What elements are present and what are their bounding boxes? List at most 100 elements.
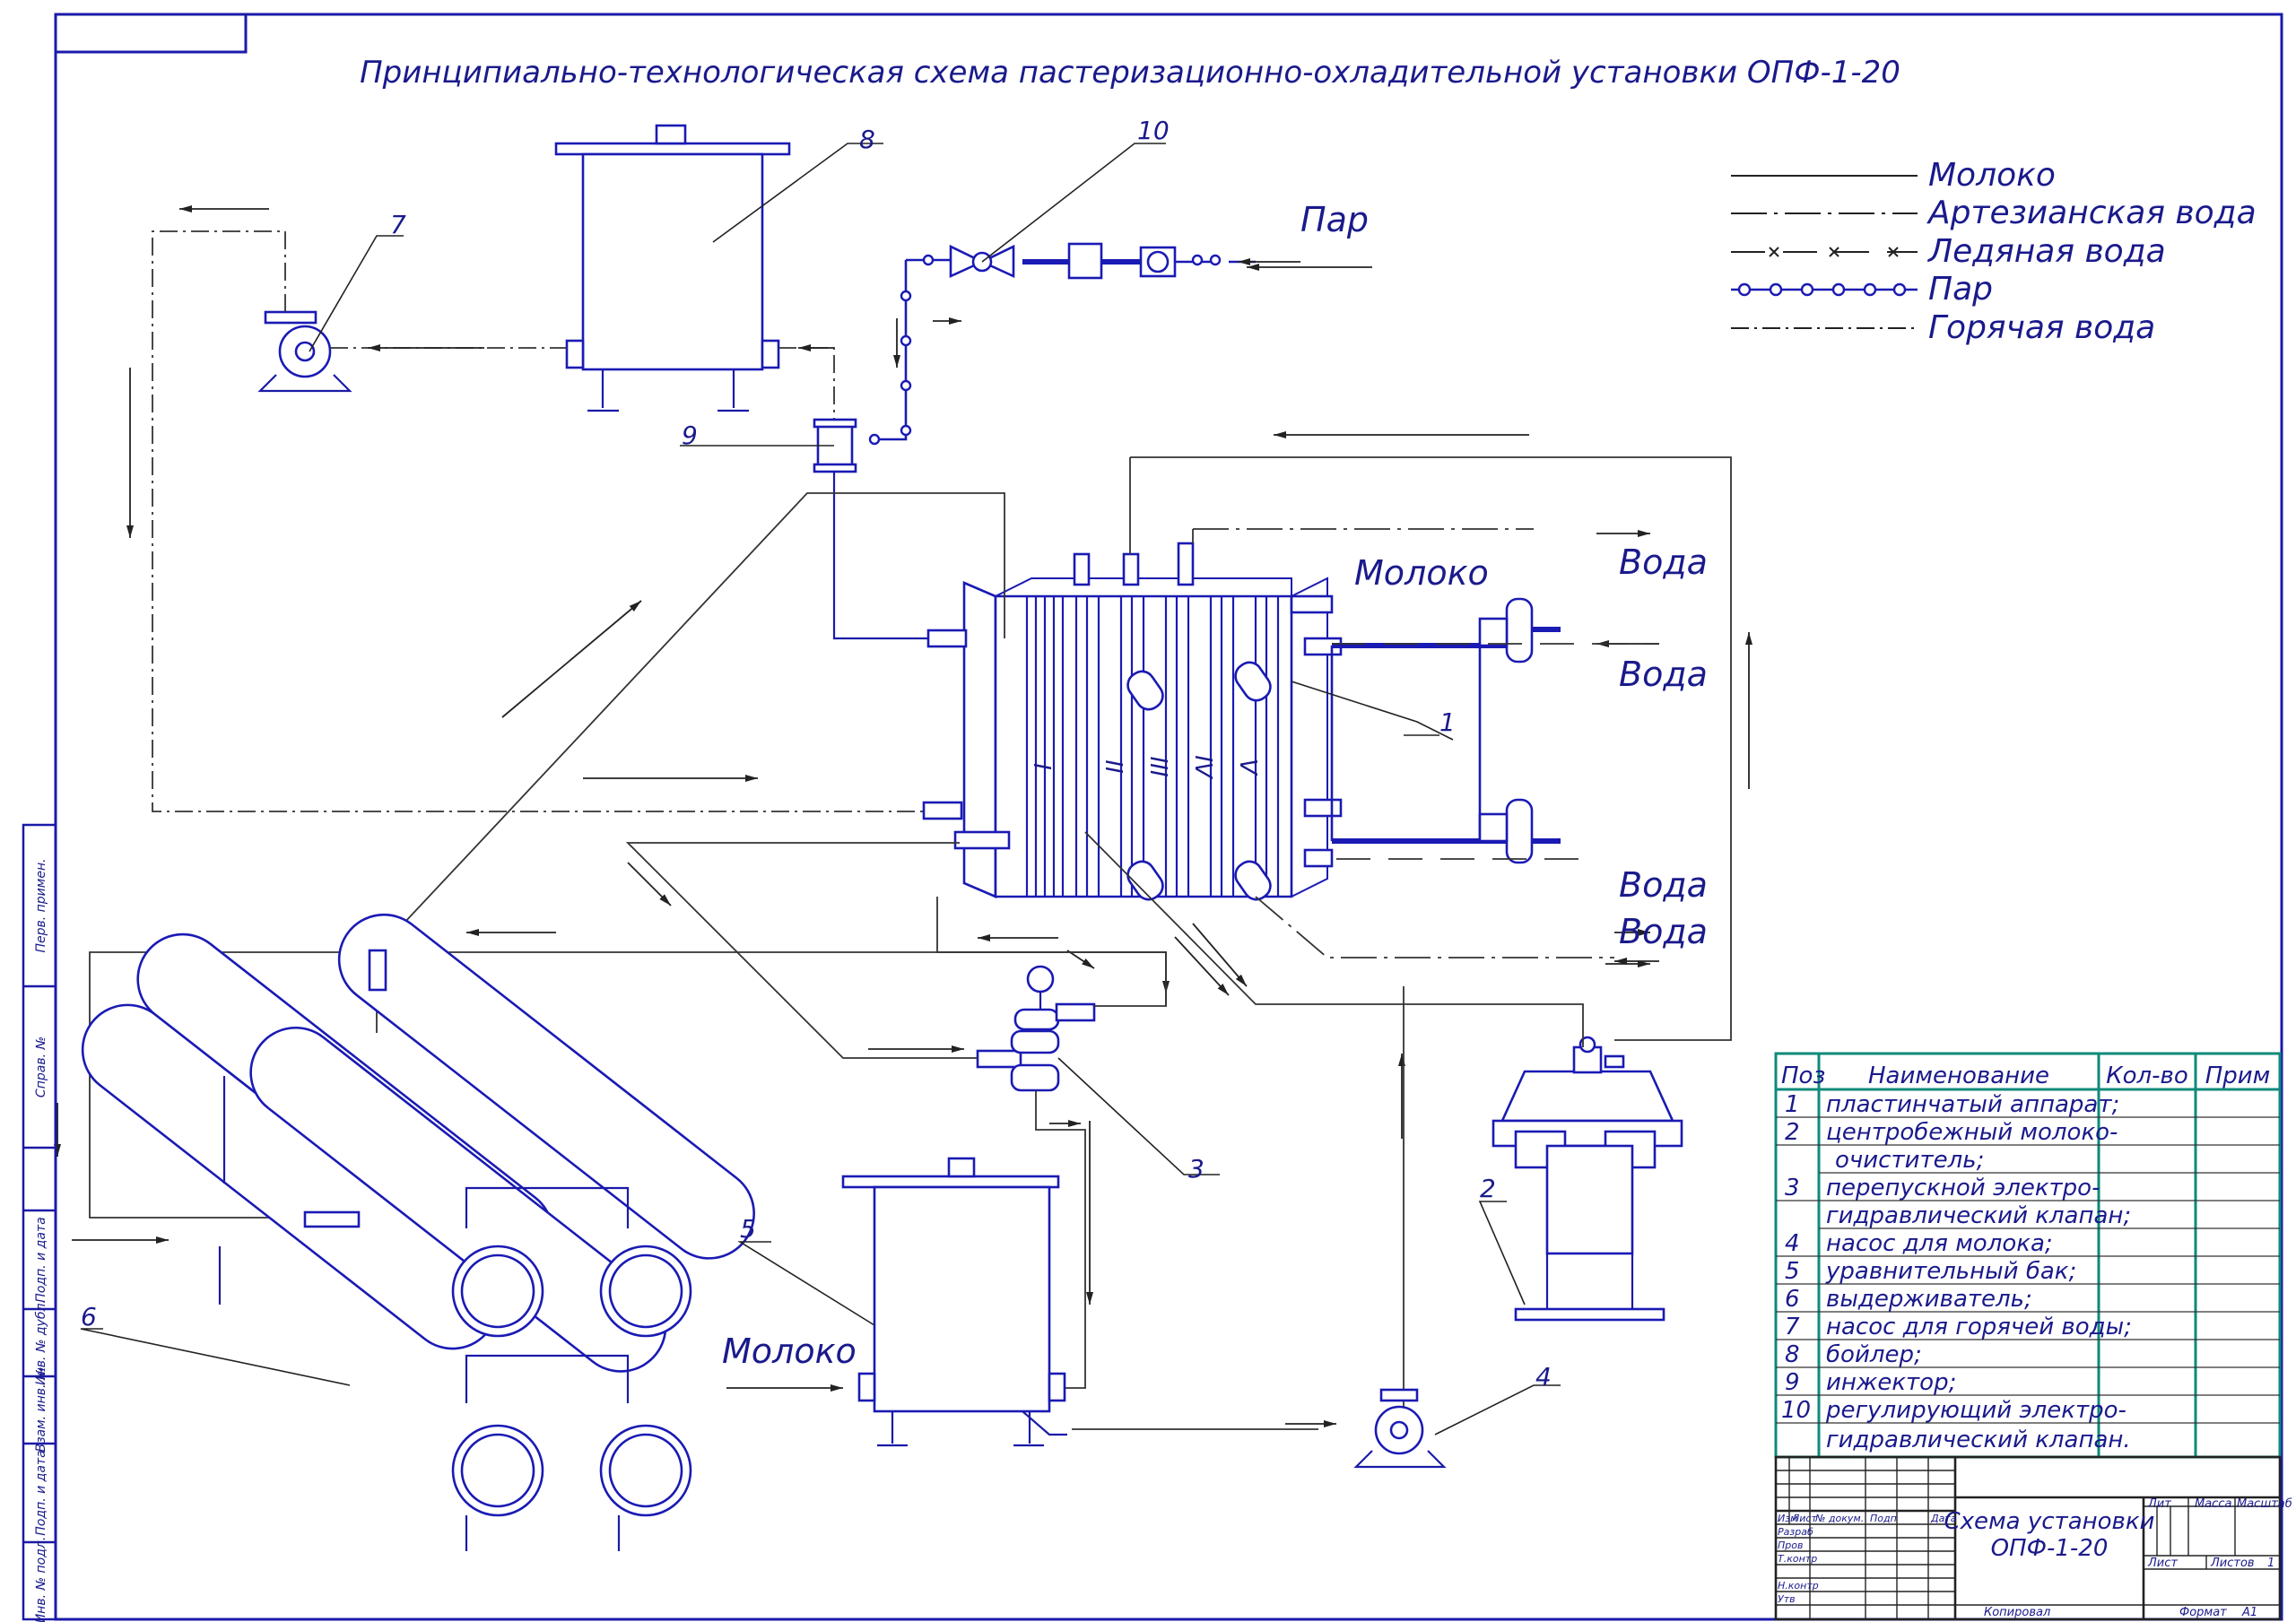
tb-sheets: Листов: [2210, 1557, 2255, 1570]
steam-line: [868, 242, 1300, 446]
spec-row-4-pos: 3: [1785, 1175, 1800, 1201]
tb-drawing-name-1: Схема установки: [1944, 1508, 2155, 1535]
side-strip-sprav: Справ. №: [34, 1037, 48, 1097]
spec-row-5-name: гидравлический клапан;: [1826, 1202, 2131, 1229]
position-4: 4: [1535, 1362, 1552, 1392]
spec-row-11-name: инжектор;: [1826, 1369, 1956, 1396]
spec-row-6-pos: 4: [1785, 1230, 1800, 1257]
plates: [1025, 596, 1280, 897]
spec-row-9-pos: 7: [1785, 1314, 1800, 1340]
tb-lit: Лит: [2147, 1497, 2171, 1511]
leader-lines: [80, 143, 1561, 1436]
equalizing-tank-5: [841, 1157, 1318, 1447]
side-strip-inv-podl: Инв. № подл.: [34, 1537, 48, 1622]
tb-sheet: Лист: [2147, 1557, 2178, 1570]
side-strip-inv-dubl: Инв. № дубл.: [34, 1299, 48, 1385]
position-2: 2: [1480, 1174, 1496, 1203]
tb-sheets-count: 1: [2267, 1557, 2274, 1570]
spec-header-pos: Поз: [1781, 1063, 1825, 1089]
spec-row-1-name: пластинчатый аппарат;: [1826, 1091, 2119, 1118]
drawing-frame: [54, 13, 2283, 1621]
spec-row-12-pos: 10: [1781, 1397, 1811, 1424]
hot-water-pump-7: [257, 310, 352, 393]
injector-9: [813, 418, 933, 640]
bypass-valve-3: [625, 842, 1167, 1389]
holding-tubes-6: [81, 913, 755, 1551]
legend-ice-water: Ледяная вода: [1926, 233, 2166, 270]
spec-row-10-name: бойлер;: [1826, 1341, 1922, 1368]
side-strip: [22, 823, 57, 1621]
legend-steam: Пар: [1928, 271, 1993, 308]
legend-steam-circles: [1737, 282, 1907, 297]
spec-row-2-name: центробежный молоко-: [1826, 1119, 2118, 1146]
milk-pump-4: [1353, 1388, 1447, 1469]
label-water-3: Вода: [1619, 865, 1708, 905]
tb-sign: Подп: [1870, 1513, 1897, 1524]
legend-milk: Молоко: [1928, 157, 2056, 194]
spec-row-9-name: насос для горячей воды;: [1826, 1314, 2132, 1340]
position-8: 8: [859, 125, 875, 154]
section-numeral-5: V: [1234, 759, 1261, 776]
title-block-grid: [1774, 1455, 2282, 1621]
spec-row-8-pos: 6: [1785, 1286, 1800, 1313]
spec-row-6-name: насос для молока;: [1826, 1230, 2053, 1257]
tb-razrab: Разраб: [1778, 1526, 1813, 1538]
tb-prov: Пров: [1778, 1540, 1803, 1551]
side-strip-vzam-inv: Взам. инв. №: [34, 1366, 48, 1452]
tb-format-value: А1: [2241, 1606, 2257, 1619]
drawing-title: Принципиально-технологическая схема паст…: [360, 55, 1900, 91]
spec-row-10-pos: 8: [1785, 1341, 1800, 1368]
label-water-1: Вода: [1619, 542, 1708, 582]
spec-row-7-name: уравнительный бак;: [1825, 1258, 2076, 1285]
position-7: 7: [390, 210, 406, 239]
label-water-4: Вода: [1619, 912, 1708, 951]
position-9: 9: [682, 421, 698, 450]
label-milk-in: Молоко: [722, 1331, 857, 1371]
spec-row-2-pos: 2: [1785, 1119, 1800, 1146]
tb-doc: № докум.: [1814, 1513, 1864, 1524]
spec-row-1-pos: 1: [1785, 1091, 1800, 1118]
tb-list: Лист: [1791, 1513, 1817, 1524]
position-5: 5: [740, 1214, 756, 1244]
tb-izm: Изм: [1778, 1513, 1797, 1524]
position-3: 3: [1188, 1154, 1205, 1184]
tb-utv: Утв: [1778, 1593, 1796, 1605]
spec-row-7-pos: 5: [1785, 1258, 1800, 1285]
section-numeral-2: II: [1100, 759, 1126, 773]
position-1: 1: [1439, 707, 1456, 737]
legend-hot-water: Горячая вода: [1928, 309, 2155, 346]
tb-scale: Масштаб: [2237, 1497, 2292, 1511]
spec-row-8-name: выдерживатель;: [1826, 1286, 2032, 1313]
spec-row-3-name: очиститель;: [1835, 1147, 1984, 1174]
milk-lines: [89, 492, 1584, 1424]
legend-x-marks: [1769, 247, 1899, 257]
plate-heat-exchanger-1: [922, 542, 1343, 901]
tb-date: Дата: [1930, 1513, 1957, 1524]
tb-nkontr: Н.контр: [1778, 1580, 1819, 1592]
legend: Молоко Артезианская вода Ледяная вода Па…: [1731, 157, 2257, 346]
boiler-8: [554, 124, 791, 412]
section-numeral-3: III: [1144, 756, 1171, 776]
label-water-2: Вода: [1619, 655, 1708, 694]
tb-copied: Копировал: [1984, 1606, 2050, 1619]
side-strip-podp-data-2: Подп. и дата: [34, 1450, 48, 1535]
section-numeral-1: I: [1028, 763, 1055, 770]
centrifugal-separator-2: [1492, 1036, 1683, 1322]
tb-format: Формат: [2179, 1606, 2227, 1619]
legend-artesian-water: Артезианская вода: [1926, 195, 2257, 231]
spec-row-12-name: регулирующий электро-: [1825, 1397, 2126, 1424]
spec-header-qty: Кол-во: [2106, 1063, 2188, 1089]
spec-row-13-name: гидравлический клапан.: [1826, 1427, 2131, 1453]
spec-row-4-name: перепускной электро-: [1826, 1175, 2100, 1201]
water-connections: [1129, 456, 1732, 1041]
spec-table-rows: [1776, 1116, 2280, 1424]
spec-row-11-pos: 9: [1785, 1369, 1800, 1396]
label-milk-top: Молоко: [1354, 553, 1489, 593]
tb-mass: Масса: [2195, 1497, 2231, 1511]
position-10: 10: [1137, 116, 1170, 145]
tb-drawing-name-2: ОПФ-1-20: [1991, 1535, 2109, 1562]
label-steam: Пар: [1300, 200, 1369, 239]
section-numeral-4: IV: [1189, 755, 1216, 780]
spec-rows-text: 1 пластинчатый аппарат; 2 центробежный м…: [1781, 1091, 2132, 1453]
